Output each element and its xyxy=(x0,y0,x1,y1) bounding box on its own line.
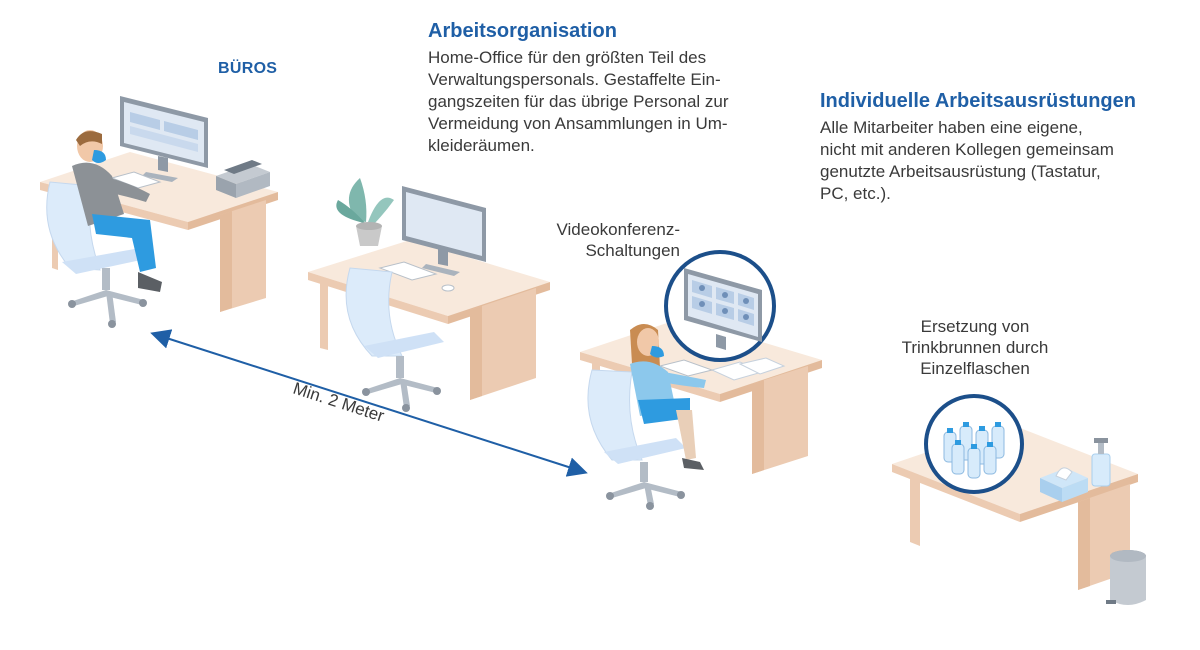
work-org-line: Home-Office für den größten Teil des xyxy=(428,48,707,67)
keyboard-2 xyxy=(378,261,455,292)
work-org-line: gangszeiten für das übrige Personal zur xyxy=(428,92,729,111)
section-title: BÜROS xyxy=(218,60,278,77)
person-woman xyxy=(630,324,706,470)
equipment-heading: Individuelle Arbeitsausrüstungen xyxy=(820,90,1136,112)
water-replacement-label: Ersetzung von Trinkbrunnen durch Einzelf… xyxy=(870,316,1080,379)
water-label-line: Trinkbrunnen durch xyxy=(901,338,1049,357)
equipment-line: Alle Mitarbeiter haben eine eigene, xyxy=(820,118,1083,137)
printer-icon xyxy=(216,160,270,198)
work-org-line: Verwaltungspersonals. Gestaffelte Ein- xyxy=(428,70,721,89)
distance-arrow xyxy=(150,329,588,477)
sanitizer-bottle-icon xyxy=(1091,438,1111,487)
equipment-line: nicht mit anderen Kollegen gemeinsam xyxy=(820,140,1114,159)
water-label-line: Ersetzung von xyxy=(920,317,1030,336)
work-org-line: kleideräumen. xyxy=(428,136,535,155)
video-call-callout xyxy=(664,250,776,362)
person-man xyxy=(72,130,162,292)
work-org-line: Vermeidung von Ansammlungen in Um- xyxy=(428,114,728,133)
monitor-1 xyxy=(120,96,208,182)
water-label-line: Einzelflaschen xyxy=(920,359,1030,378)
equipment-text: Alle Mitarbeiter haben eine eigene, nich… xyxy=(820,117,1168,205)
papers xyxy=(710,357,786,381)
plant-icon xyxy=(336,178,394,246)
work-org-text: Home-Office für den größten Teil des Ver… xyxy=(428,47,776,157)
monitor-2 xyxy=(402,186,486,276)
chair-3 xyxy=(587,369,686,510)
equipment-line: genutzte Arbeitsausrüstung (Tastatur, xyxy=(820,162,1101,181)
video-label-line: Videokonferenz- xyxy=(556,220,681,239)
distance-label: Min. 2 Meter xyxy=(291,379,387,426)
work-org-heading: Arbeitsorganisation xyxy=(428,20,617,42)
trash-bin-icon xyxy=(1106,550,1146,605)
desk-2 xyxy=(308,240,550,400)
tissue-box-icon xyxy=(1040,467,1088,502)
keyboard-3 xyxy=(658,359,714,377)
equipment-line: PC, etc.). xyxy=(820,184,891,203)
video-label-line: Schaltungen xyxy=(585,241,680,260)
water-bottles-callout xyxy=(924,394,1024,494)
video-conference-label: Videokonferenz- Schaltungen xyxy=(518,219,681,261)
